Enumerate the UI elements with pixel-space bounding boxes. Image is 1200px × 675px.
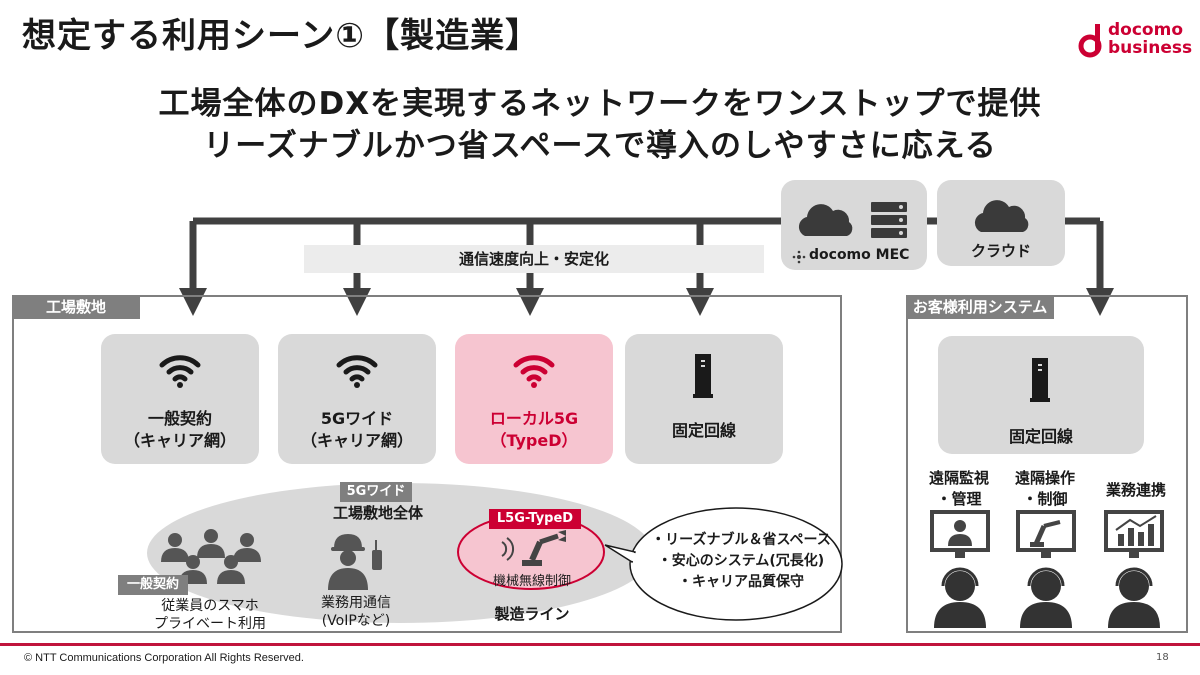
production-line-label: 製造ライン — [494, 605, 570, 623]
use-remote-operation-line1: 遠隔操作 — [1014, 469, 1075, 487]
headline-line-1: 工場全体のDXを実現するネットワークをワンストップで提供 — [158, 86, 1042, 122]
tile-general-line1: 一般契約 — [147, 409, 212, 428]
use-remote-monitoring: 遠隔監視 ・管理 — [918, 468, 1000, 510]
speed-stability-band: 通信速度向上・安定化 — [304, 245, 764, 273]
use-remote-monitoring-line2: ・管理 — [936, 490, 982, 508]
slide-title: 想定する利用シーン①【製造業】 — [22, 16, 541, 56]
bubble-point-2: ・安心のシステム(冗長化) — [657, 553, 825, 569]
use-business-integration-line1: 業務連携 — [1105, 481, 1166, 499]
bubble-point-1: ・リーズナブル＆省スペース — [651, 532, 831, 548]
employee-use-line2: プライベート利用 — [154, 616, 266, 632]
logo-text-docomo: docomo — [1108, 20, 1183, 40]
factory-site-label: 工場敷地 — [12, 295, 140, 319]
tile-general-line2: （キャリア網） — [123, 431, 236, 450]
cloud-icon — [798, 204, 853, 236]
tile-local-5g: ローカル5G （TypeD） — [455, 334, 613, 464]
cloud-label: クラウド — [970, 242, 1031, 260]
machine-wireless-control-label: 機械無線制御 — [492, 574, 571, 589]
robot-arm-icon — [501, 530, 566, 566]
business-comm-line2: (VoIPなど) — [321, 613, 391, 629]
docomo-business-logo: docomo business — [1078, 18, 1192, 64]
docomo-mec-box: docomo MEC — [781, 180, 927, 270]
worker-with-radio-icon — [328, 534, 382, 590]
tile-local5g-line2: （TypeD） — [490, 431, 578, 450]
tile-general-contract: 一般契約 （キャリア網） — [101, 334, 259, 464]
customer-system-label: お客様利用システム — [906, 295, 1054, 319]
tile-5gwide-line2: （キャリア網） — [300, 431, 413, 450]
monitor-worker-icon — [930, 510, 990, 558]
factory-wide-area-label: 工場敷地全体 — [332, 504, 423, 522]
employees-group-icon — [161, 529, 261, 584]
factory-site-frame — [12, 295, 842, 633]
tile-5g-wide: 5Gワイド （キャリア網） — [278, 334, 436, 464]
docomo-mec-label: docomo MEC — [809, 247, 910, 263]
headline-line-2: リーズナブルかつ省スペースで導入のしやすさに応える — [203, 128, 997, 164]
wifi-icon — [513, 355, 555, 388]
use-remote-operation: 遠隔操作 ・制御 — [1004, 468, 1086, 510]
logo-text-business: business — [1108, 38, 1193, 58]
speech-bubble — [629, 507, 843, 621]
business-comm-line1: 業務用通信 — [321, 595, 391, 611]
tile-local5g-line1: ローカル5G — [489, 409, 579, 428]
tile-fixed-line1: 固定回線 — [671, 421, 736, 440]
docomo-mec-mark-icon — [792, 250, 806, 264]
page-number: 18 — [1156, 652, 1169, 663]
wifi-icon — [336, 355, 378, 388]
tile-fixed-line: 固定回線 — [625, 334, 783, 464]
tag-l5g-typed: L5G-TypeD — [489, 509, 581, 529]
speech-bubble-text: ・リーズナブル＆省スペース ・安心のシステム(冗長化) ・キャリア品質保守 — [646, 530, 836, 593]
router-icon — [693, 354, 713, 398]
server-icon — [871, 202, 907, 238]
use-remote-monitoring-line1: 遠隔監視 — [928, 469, 989, 487]
monitor-chart-icon — [1104, 510, 1164, 558]
cloud-box: クラウド — [937, 180, 1065, 266]
customer-fixed-line-tile: 固定回線 — [938, 336, 1144, 454]
router-icon — [1030, 358, 1050, 402]
copyright-text: © NTT Communications Corporation All Rig… — [24, 652, 304, 664]
tag-5g-wide: 5Gワイド — [340, 482, 412, 502]
customer-fixed-line-label: 固定回線 — [1008, 427, 1073, 446]
monitor-robot-icon — [1016, 510, 1076, 558]
use-remote-operation-line2: ・制御 — [1022, 490, 1068, 508]
operator-headset-icons — [934, 567, 1160, 628]
footer-divider — [0, 643, 1200, 646]
employee-use-line1: 従業員のスマホ — [161, 598, 259, 614]
tile-5gwide-line1: 5Gワイド — [320, 409, 394, 428]
docomo-logo-mark-icon — [1078, 24, 1102, 58]
cloud-icon — [974, 200, 1029, 232]
tag-general-contract: 一般契約 — [118, 575, 188, 595]
bubble-point-3: ・キャリア品質保守 — [678, 574, 804, 590]
use-business-integration: 業務連携 — [1090, 480, 1182, 501]
wifi-icon — [159, 355, 201, 388]
